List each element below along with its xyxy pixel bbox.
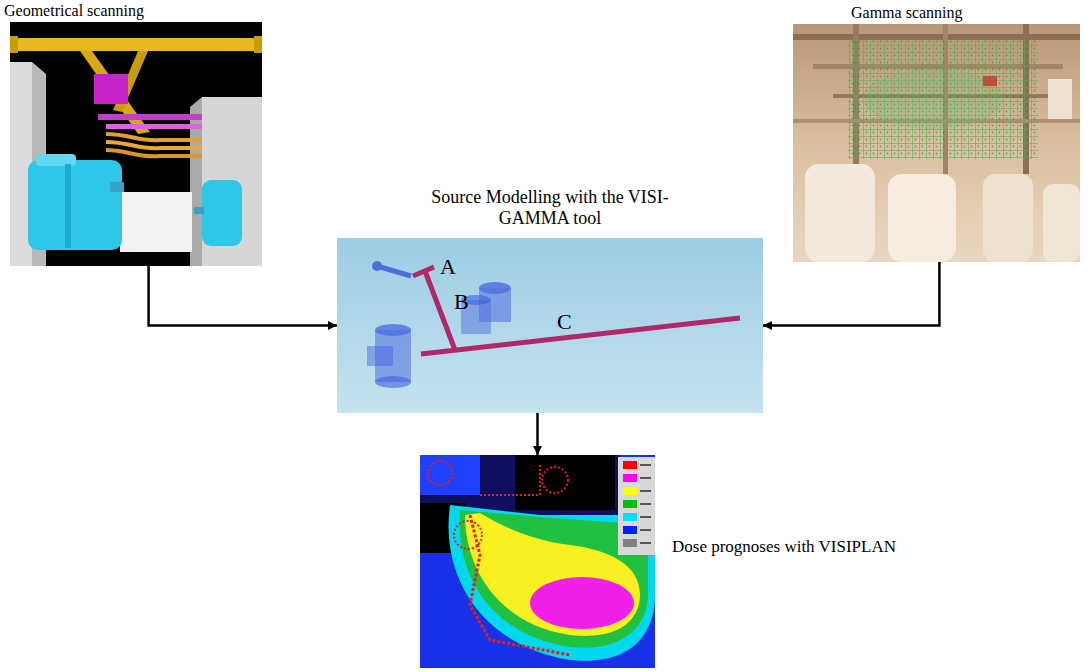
panel-caption: Geometrical scanning bbox=[4, 1, 144, 20]
pipe-segment-letter: C bbox=[557, 310, 572, 334]
geometry-render bbox=[10, 22, 262, 266]
flow-arrow bbox=[763, 262, 939, 326]
image-panel: Gamma scanning bbox=[793, 24, 1080, 262]
flow-arrow bbox=[536, 413, 539, 455]
image-panel: Source Modelling with the VISI-GAMMA too… bbox=[337, 238, 763, 413]
source-model-render bbox=[337, 238, 763, 413]
panel-caption: Dose prognoses with VISIPLAN bbox=[672, 537, 896, 557]
pipe-segment-letter: B bbox=[454, 290, 469, 314]
image-panel: Geometrical scanning bbox=[10, 22, 262, 266]
image-panel: Dose prognoses with VISIPLAN bbox=[420, 455, 655, 668]
panel-caption: Gamma scanning bbox=[851, 3, 963, 22]
panel-caption: Source Modelling with the VISI-GAMMA too… bbox=[420, 187, 680, 230]
dose-map bbox=[420, 455, 655, 668]
gamma-photo bbox=[793, 24, 1080, 262]
pipe-segment-letter: A bbox=[440, 255, 456, 279]
flow-arrow bbox=[149, 266, 337, 326]
